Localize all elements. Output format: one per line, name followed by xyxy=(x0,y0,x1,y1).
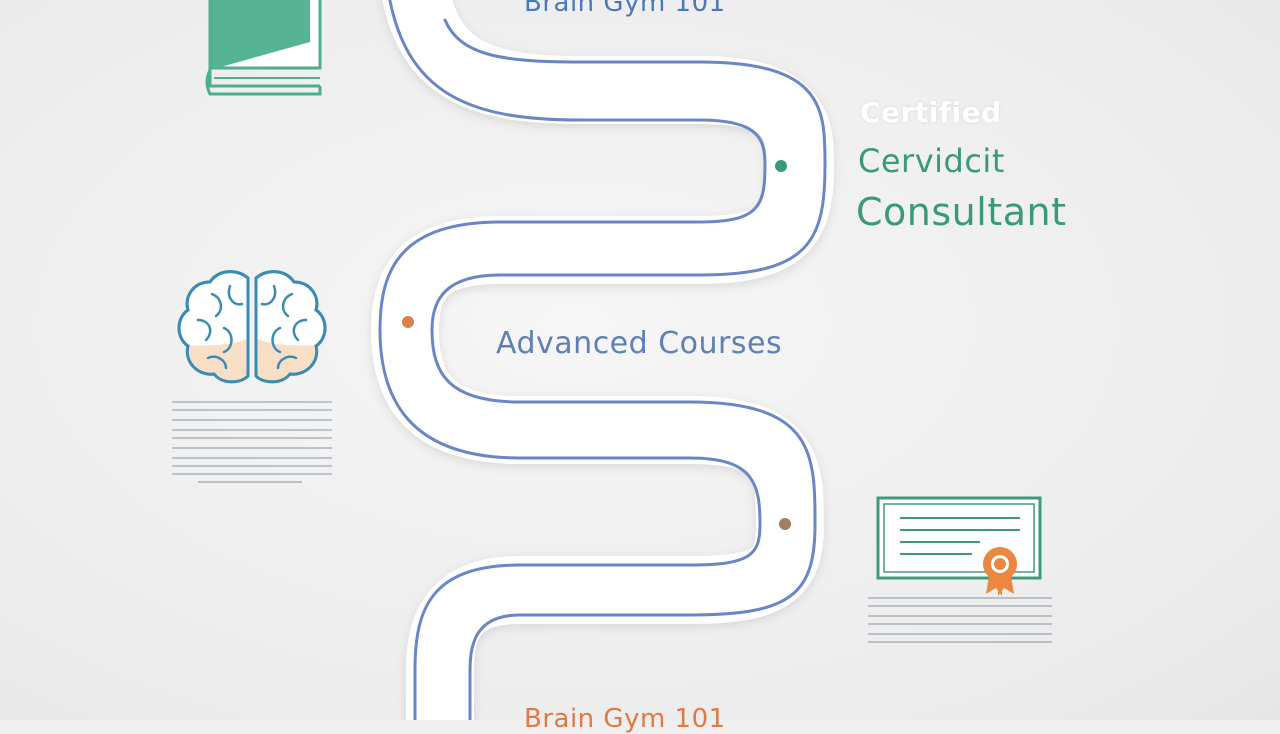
certificate-icon xyxy=(868,496,1052,643)
brain-right-hemisphere xyxy=(254,270,327,384)
stage-label-certification: Cervidcit xyxy=(858,142,1005,180)
milestone-dot-certificate xyxy=(779,518,791,530)
road-body xyxy=(371,0,834,720)
road-lane-lines xyxy=(378,0,827,720)
stage-label-advanced: Advanced Courses xyxy=(496,326,783,361)
stage-label-certification-ghost: Certified xyxy=(860,96,1002,129)
milestone-dot-advanced xyxy=(402,316,414,328)
brain-left-hemisphere xyxy=(177,270,250,384)
stage-label-bottom: Brain Gym 101 xyxy=(524,704,726,734)
brain-text-lines xyxy=(172,401,332,483)
stage-label-top: Brain Gym 101 xyxy=(524,0,726,18)
certificate-caption-lines xyxy=(868,597,1052,643)
book-icon xyxy=(205,0,322,96)
ribbon-icon xyxy=(983,547,1017,596)
brain-icon xyxy=(172,270,332,483)
certificate-text-lines xyxy=(900,517,1020,555)
stage-label-consultant: Consultant xyxy=(856,190,1067,234)
milestone-dot-consultant xyxy=(775,160,787,172)
